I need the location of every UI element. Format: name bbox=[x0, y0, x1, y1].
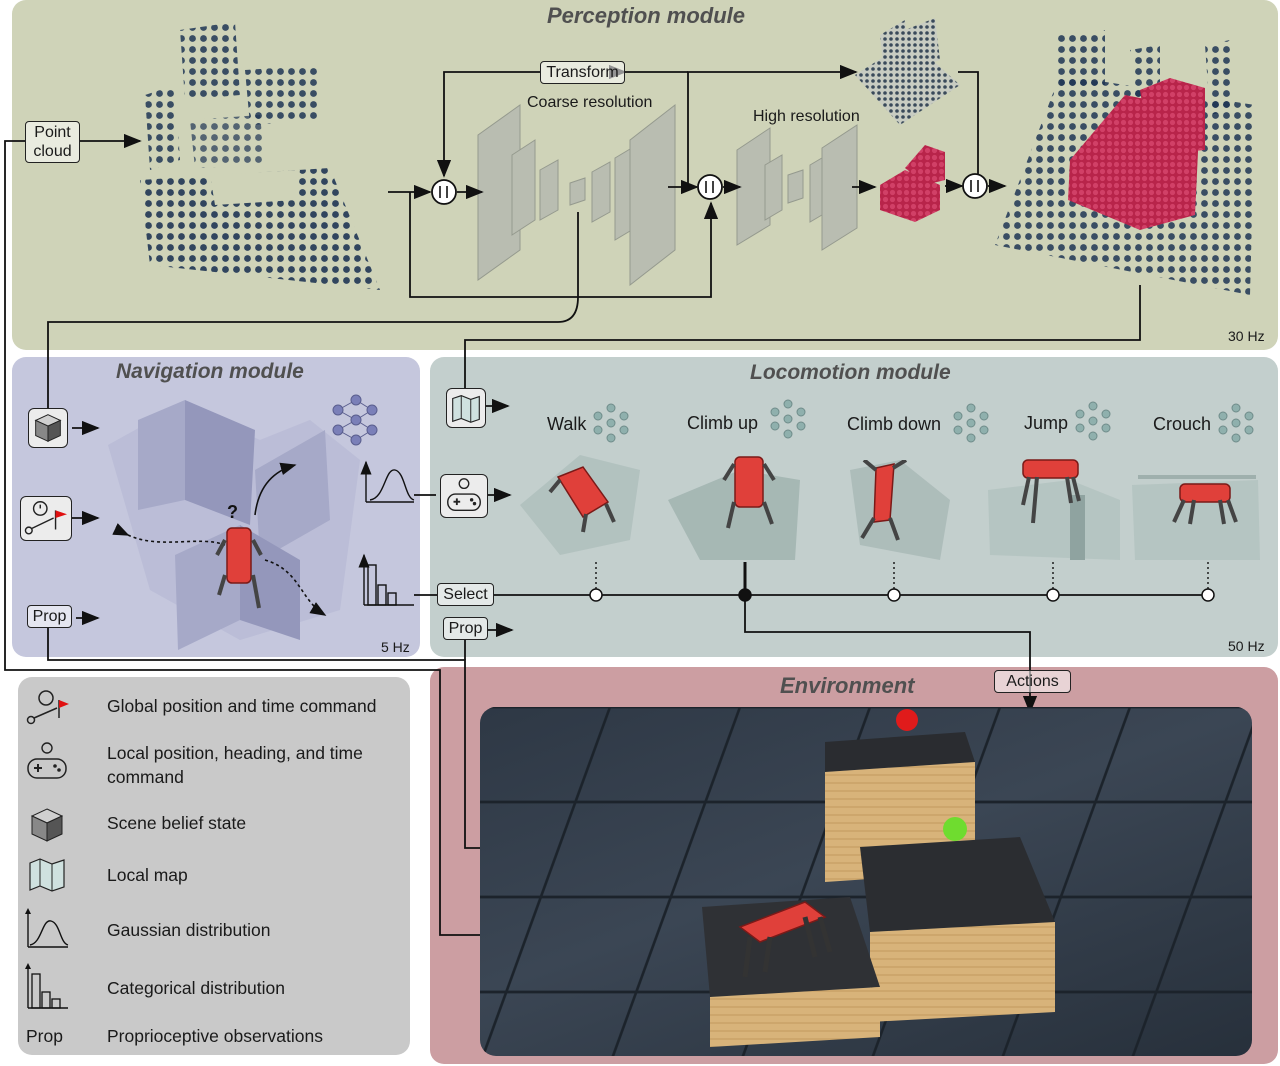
robot-navigation bbox=[215, 527, 263, 609]
navigation-title: Navigation module bbox=[116, 360, 304, 383]
navigation-rate: 5 Hz bbox=[381, 639, 410, 655]
prop-symbol: Prop bbox=[26, 1026, 63, 1046]
robot-climb-up bbox=[722, 456, 776, 529]
legend-text: Proprioceptive observations bbox=[107, 1026, 323, 1046]
environment-title: Environment bbox=[780, 673, 915, 698]
skill-jump-label: Jump bbox=[1024, 413, 1069, 433]
prop-label-navigation: Prop bbox=[27, 605, 72, 628]
environment-scene bbox=[480, 707, 1252, 1056]
cube-icon bbox=[30, 808, 64, 842]
goal-flag-icon bbox=[26, 690, 69, 725]
skill-climb-down-label: Climb down bbox=[847, 414, 942, 434]
gaussian-icon bbox=[25, 908, 69, 948]
robot-in-scene bbox=[738, 901, 833, 978]
perception-module-panel bbox=[12, 0, 1278, 350]
legend-text: Categorical distribution bbox=[107, 978, 286, 998]
point-cloud-label: Point cloud bbox=[25, 121, 80, 163]
goal-flag-icon bbox=[24, 501, 68, 535]
prop-label-locomotion: Prop bbox=[443, 617, 488, 640]
map-icon bbox=[29, 858, 65, 892]
local-map-input bbox=[446, 388, 486, 428]
legend-text: Scene belief state bbox=[107, 813, 247, 833]
legend-text: Gaussian distribution bbox=[107, 920, 271, 940]
actions-label: Actions bbox=[994, 670, 1071, 693]
robot-walk bbox=[548, 466, 616, 533]
skill-crouch-label: Crouch bbox=[1153, 414, 1212, 434]
legend-text: Global position and time command bbox=[107, 696, 377, 716]
select-label: Select bbox=[437, 583, 494, 606]
coarse-resolution-label: Coarse resolution bbox=[527, 94, 653, 111]
robot-climb-down bbox=[860, 460, 908, 541]
legend-text: Local position, heading, and time comman… bbox=[107, 743, 363, 787]
map-icon bbox=[452, 395, 480, 423]
gamepad-icon bbox=[27, 742, 67, 779]
cube-icon bbox=[34, 414, 62, 443]
high-resolution-label: High resolution bbox=[753, 108, 860, 125]
robot-crouch bbox=[1172, 483, 1238, 525]
gamepad-icon bbox=[447, 478, 481, 512]
global-command-input bbox=[20, 496, 72, 541]
locomotion-title: Locomotion module bbox=[750, 361, 951, 384]
locomotion-rate: 50 Hz bbox=[1228, 638, 1265, 654]
perception-title: Perception module bbox=[547, 3, 746, 28]
robot-jump bbox=[1021, 459, 1081, 524]
legend-text: Local map bbox=[107, 865, 188, 885]
crouch-bar bbox=[1138, 475, 1256, 479]
skill-walk-label: Walk bbox=[547, 414, 587, 434]
local-command-input bbox=[440, 474, 488, 518]
skill-climb-up-label: Climb up bbox=[687, 413, 759, 433]
transform-label: Transform bbox=[540, 61, 625, 84]
histogram-icon bbox=[25, 963, 68, 1009]
perception-rate: 30 Hz bbox=[1228, 328, 1265, 344]
scene-belief-input bbox=[28, 408, 68, 448]
